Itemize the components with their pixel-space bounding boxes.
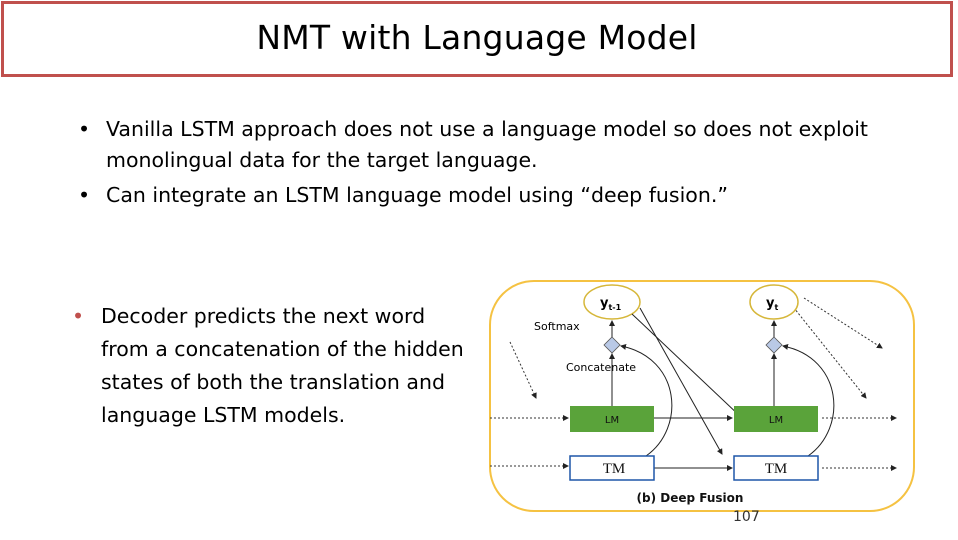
- bullet-text: Vanilla LSTM approach does not use a lan…: [106, 117, 868, 172]
- diagram-caption: (b) Deep Fusion: [637, 491, 744, 505]
- title-frame: NMT with Language Model: [1, 1, 953, 77]
- tm-label-left: TM: [603, 461, 626, 477]
- lm-label-left: LM: [605, 415, 619, 426]
- output-node-prev: [583, 284, 641, 320]
- deep-fusion-diagram: yt-1 yt Softmax Concatenate LM LM TM TM …: [489, 280, 915, 512]
- lm-block-left: [570, 406, 654, 432]
- tm-label-right: TM: [765, 461, 788, 477]
- side-bullet-text: Decoder predicts the next word from a co…: [101, 304, 464, 427]
- output-label-prev: yt-1: [600, 296, 622, 312]
- tm-block-left: [569, 455, 655, 481]
- concat-to-output-arrows: [609, 307, 835, 471]
- concatenate-label: Concatenate: [566, 361, 636, 374]
- bullet-dot-icon: •: [78, 183, 91, 207]
- output-node-curr: [749, 284, 799, 320]
- bullet-dot-icon: •: [78, 117, 91, 141]
- right-dotted-connectors: [785, 297, 897, 471]
- lm-block-right: [734, 406, 818, 432]
- page-number: 107: [733, 509, 760, 525]
- bullet-dot-icon: •: [72, 304, 85, 328]
- bullet-item: • Vanilla LSTM approach does not use a l…: [78, 114, 898, 176]
- output-label-curr: yt: [766, 296, 778, 312]
- lm-label-right: LM: [769, 415, 783, 426]
- concat-node-right: [765, 336, 783, 354]
- bullet-item: • Can integrate an LSTM language model u…: [78, 180, 898, 211]
- concat-node-left: [603, 336, 621, 354]
- softmax-label: Softmax: [534, 320, 580, 333]
- diagram-frame: [489, 280, 915, 512]
- slide-title: NMT with Language Model: [256, 18, 698, 57]
- side-bullet-list: • Decoder predicts the next word from a …: [72, 300, 467, 432]
- tm-block-right: [733, 455, 819, 481]
- bullet-text: Can integrate an LSTM language model usi…: [106, 183, 728, 207]
- left-dotted-connectors: [490, 341, 569, 469]
- bullet-list: • Vanilla LSTM approach does not use a l…: [78, 114, 898, 215]
- side-bullet-item: • Decoder predicts the next word from a …: [72, 300, 467, 432]
